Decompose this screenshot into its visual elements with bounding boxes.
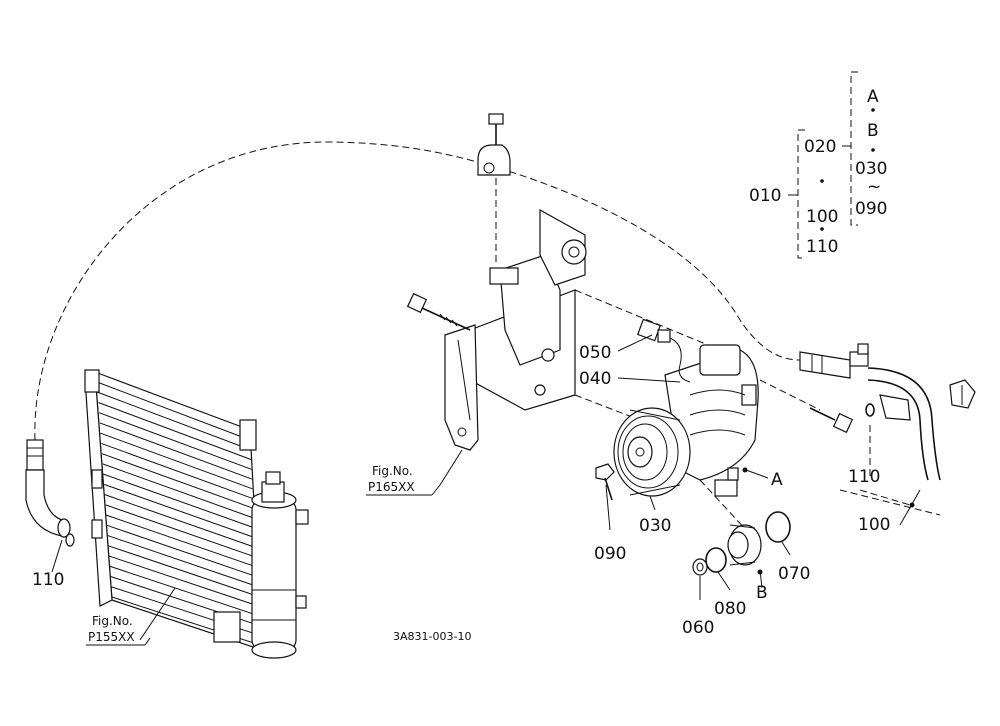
label-070: 070 xyxy=(778,564,810,584)
label-050: 050 xyxy=(579,343,611,363)
condenser-fin xyxy=(102,463,254,519)
condenser-fin xyxy=(106,524,257,578)
label-060: 060 xyxy=(682,618,714,638)
label-110-index: 110 xyxy=(806,237,838,257)
reference-dots xyxy=(742,467,915,575)
label-110-right: 110 xyxy=(848,467,880,487)
label-kit-a: A xyxy=(867,87,879,107)
adjust-bracket xyxy=(444,324,479,451)
o-ring-110-right xyxy=(865,403,875,417)
condenser-fin xyxy=(103,483,255,539)
label-090: 090 xyxy=(594,544,626,564)
condenser-fin xyxy=(101,442,254,500)
condenser-fin xyxy=(108,545,258,597)
fig-ref-2-number: P155XX xyxy=(88,630,135,644)
condenser-fin xyxy=(97,391,251,451)
snap-ring-080 xyxy=(705,547,727,573)
condenser-fin xyxy=(96,381,251,441)
hose-clamp xyxy=(477,113,511,265)
pressure-switch xyxy=(637,318,691,383)
label-100-index: 100 xyxy=(806,207,838,227)
condenser-fin xyxy=(98,402,252,460)
label-100: 100 xyxy=(858,515,890,535)
alignment-lines xyxy=(574,289,821,546)
washer-060 xyxy=(692,558,708,576)
label-b: B xyxy=(756,583,768,603)
condenser-assembly xyxy=(84,369,309,659)
label-030-index: 030 xyxy=(855,159,887,179)
condenser-fin xyxy=(107,535,258,587)
label-040: 040 xyxy=(579,369,611,389)
mounting-bolt xyxy=(595,463,615,501)
condenser-fin xyxy=(109,565,259,617)
label-090-index: 090 xyxy=(855,199,887,219)
snap-ring-070 xyxy=(765,511,791,543)
suction-hose xyxy=(34,141,801,441)
label-030: 030 xyxy=(639,516,671,536)
condenser-fin xyxy=(104,494,256,548)
drawing-code: 3A831-003-10 xyxy=(393,630,471,643)
label-tilde: ~ xyxy=(867,177,881,197)
fig-ref-1-number: P165XX xyxy=(368,480,415,494)
part-labels: 010 020 100 110 A B 030 ~ 090 050 040 03… xyxy=(32,87,890,638)
compressor-bracket xyxy=(469,208,587,411)
condenser-fin xyxy=(108,555,259,607)
compressor xyxy=(613,344,759,497)
condenser-fin xyxy=(105,504,256,558)
condenser-fin xyxy=(103,473,255,529)
condenser-fin xyxy=(99,422,253,480)
condenser-fin xyxy=(101,453,254,509)
assembly-index xyxy=(788,71,875,259)
label-a: A xyxy=(771,470,783,490)
left-hose-fitting xyxy=(25,439,75,547)
condenser-fin xyxy=(98,412,252,470)
hose-kit-bracket xyxy=(839,425,941,516)
figure-references: Fig.No. P165XX Fig.No. P155XX xyxy=(86,464,441,646)
label-020: 020 xyxy=(804,137,836,157)
condenser-fin xyxy=(100,432,253,490)
bracket-bolt xyxy=(406,292,471,331)
condenser-fin xyxy=(106,514,257,568)
discharge-hose xyxy=(799,343,976,481)
bolt-right xyxy=(809,407,854,434)
label-110-left: 110 xyxy=(32,570,64,590)
fig-ref-1-title: Fig.No. xyxy=(372,464,413,478)
clutch-bearing xyxy=(727,524,762,566)
label-080: 080 xyxy=(714,599,746,619)
label-kit-b: B xyxy=(867,121,879,141)
label-010: 010 xyxy=(749,186,781,206)
leader-lines xyxy=(51,334,921,641)
fig-ref-2-title: Fig.No. xyxy=(92,614,133,628)
